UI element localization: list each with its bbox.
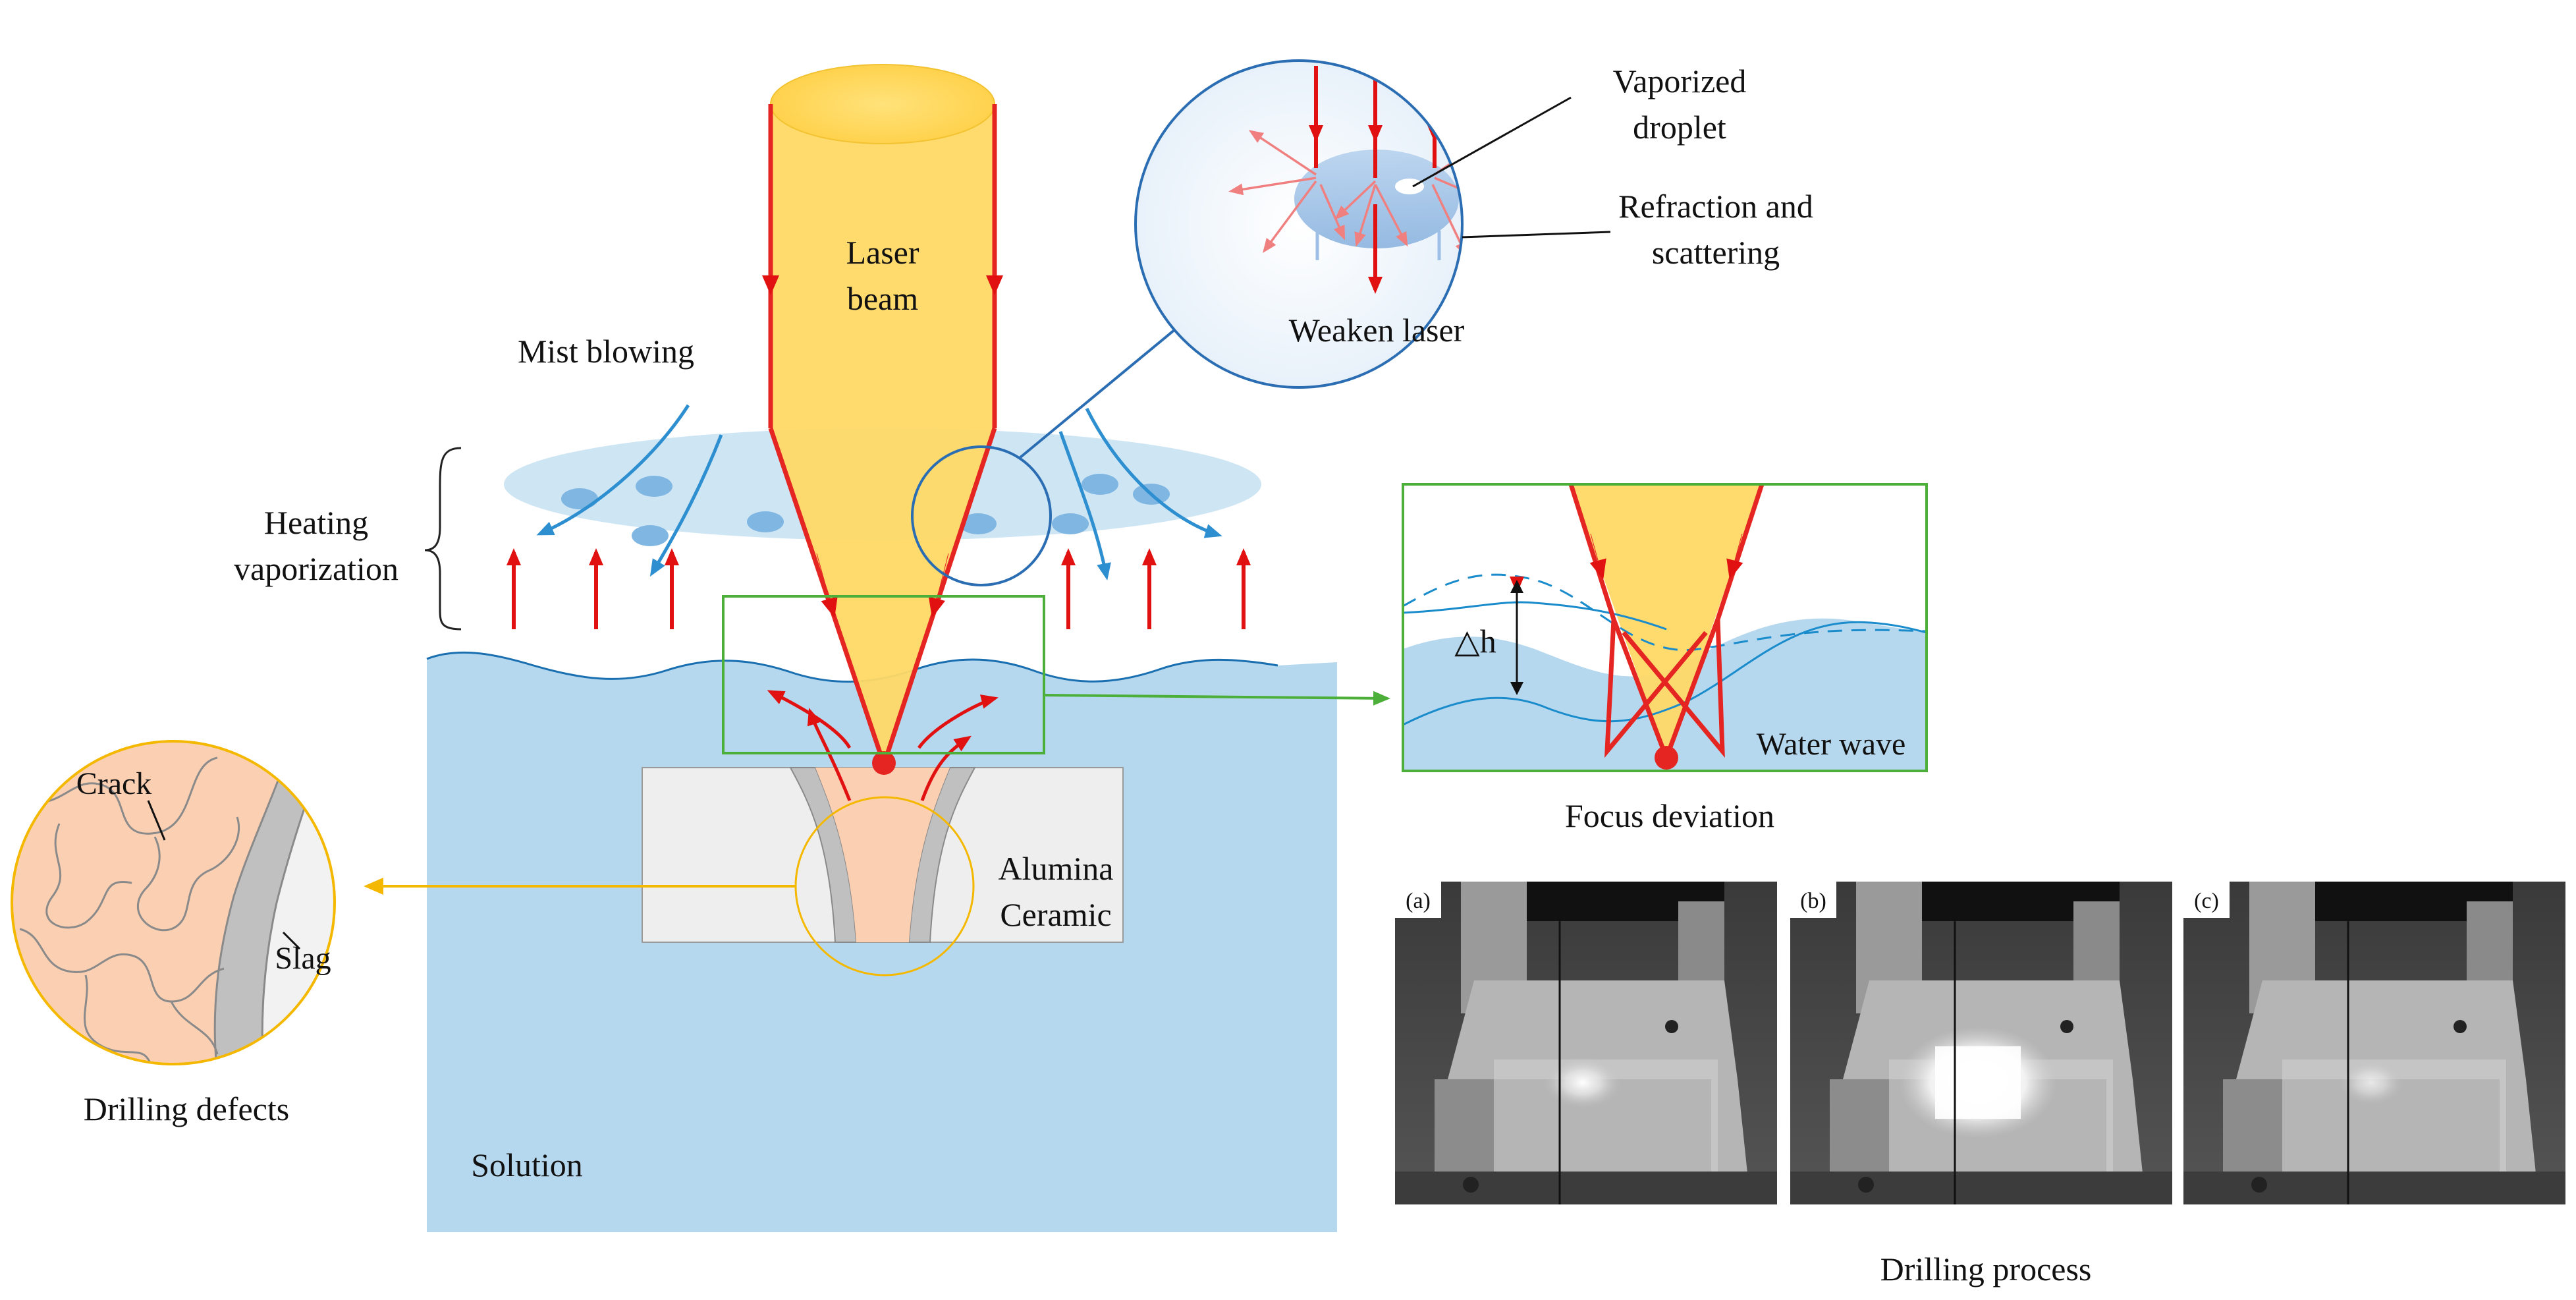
mist-droplet bbox=[1052, 513, 1089, 534]
process-photo: (c) bbox=[2183, 882, 2565, 1204]
vaporized-droplet-label: droplet bbox=[1633, 109, 1726, 146]
deviated-focus-spot bbox=[1655, 746, 1678, 770]
photo-label: (c) bbox=[2194, 889, 2219, 913]
drilling-defects-label: Drilling defects bbox=[84, 1090, 289, 1127]
zoom-circle-border bbox=[1134, 59, 1464, 389]
defects-circle-border bbox=[11, 740, 336, 1065]
crack-lines bbox=[19, 756, 240, 1064]
process-photo: (a) bbox=[1395, 882, 1777, 1204]
beam-arrow bbox=[816, 553, 838, 618]
refraction-label: scattering bbox=[1652, 234, 1780, 271]
laser-beam-label: Laser bbox=[846, 234, 919, 271]
laser-beam-label: beam bbox=[847, 280, 918, 317]
ejection-arrow bbox=[920, 735, 972, 801]
heating-label: Heating bbox=[264, 504, 368, 541]
mist-droplet bbox=[636, 476, 672, 497]
slag-label: Slag bbox=[275, 941, 331, 976]
refraction-leader bbox=[1462, 231, 1611, 239]
refraction-label: Refraction and bbox=[1618, 188, 1813, 225]
refracted-beams bbox=[1568, 484, 1765, 759]
solution-label: Solution bbox=[471, 1146, 582, 1183]
drilling-process-label: Drilling process bbox=[1880, 1251, 2092, 1287]
vaporized-leader bbox=[1412, 96, 1572, 188]
water-wave-label: Water wave bbox=[1757, 727, 1906, 762]
heating-arrows bbox=[507, 548, 1251, 629]
ejection-arrow bbox=[917, 694, 999, 749]
crack-label: Crack bbox=[76, 766, 152, 801]
vaporized-droplet-body bbox=[1294, 150, 1459, 248]
process-photo: (b) bbox=[1790, 882, 2172, 1204]
weaken-laser-label: Weaken laser bbox=[1289, 312, 1465, 349]
focus-deviation-label: Focus deviation bbox=[1565, 797, 1774, 834]
photo-label: (b) bbox=[1800, 889, 1826, 913]
water-surface-wave bbox=[426, 651, 1278, 683]
heating-label: vaporization bbox=[234, 550, 398, 587]
mist-droplet bbox=[747, 511, 784, 532]
wave-crest-dashed bbox=[1403, 573, 1927, 652]
drilling-process-photos: (a) (b) (c) bbox=[1395, 882, 2565, 1204]
mist-flow-arrows bbox=[536, 404, 1222, 580]
focus-deviation-inset: △h Water wave Focus deviation bbox=[1402, 483, 1928, 834]
heating-brace bbox=[424, 447, 462, 631]
alumina-ceramic: Alumina Ceramic bbox=[364, 690, 1124, 976]
alumina-label: Ceramic bbox=[1000, 896, 1111, 933]
photo-label: (a) bbox=[1406, 889, 1431, 913]
focus-callout-arrow bbox=[1043, 691, 1390, 706]
zoom-source-circle bbox=[911, 445, 1052, 586]
alumina-label: Alumina bbox=[999, 850, 1114, 887]
beam-arrow bbox=[928, 553, 949, 618]
vaporized-droplet-label: Vaporized bbox=[1613, 63, 1747, 99]
focus-callout-rect bbox=[722, 595, 1045, 754]
drilling-defects-inset: Crack Slag Drilling defects bbox=[11, 740, 336, 1127]
mist-droplet bbox=[1082, 474, 1118, 495]
delta-h-label: △h bbox=[1454, 623, 1496, 660]
slag-leader bbox=[282, 931, 301, 950]
crack-leader bbox=[147, 800, 166, 841]
mist-droplet bbox=[960, 513, 997, 534]
mist-droplet bbox=[561, 488, 598, 509]
weaken-laser-inset: Weaken laser bbox=[1134, 59, 1465, 389]
mist-blowing-label: Mist blowing bbox=[518, 333, 694, 370]
focus-spot bbox=[872, 751, 896, 775]
mist-droplet bbox=[632, 525, 669, 546]
ejection-arrow bbox=[807, 708, 852, 801]
